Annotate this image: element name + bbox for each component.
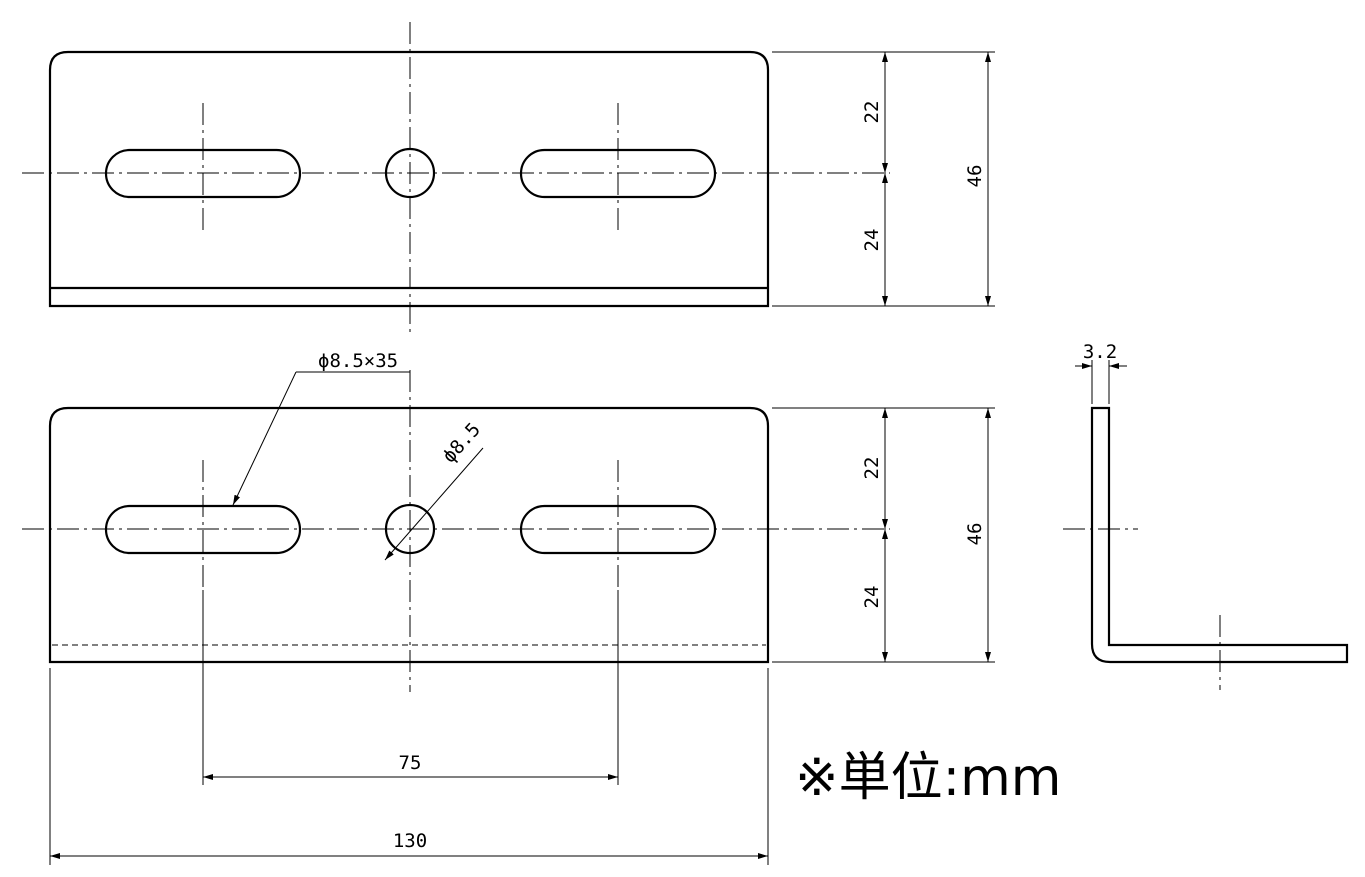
front-view-outline: [48, 406, 770, 664]
dim-130: 130: [393, 830, 427, 852]
top-view-outline: [48, 50, 770, 308]
side-view: 3.2: [1063, 341, 1349, 690]
dim-46-front: 46: [964, 523, 986, 546]
angle-profile: [1090, 406, 1349, 664]
dim-46-top: 46: [964, 165, 986, 188]
dim-24-front: 24: [861, 586, 883, 609]
dim-22-front: 22: [861, 457, 883, 480]
slot-callout: ϕ8.5×35: [318, 350, 398, 372]
hole-callout: ϕ8.5: [438, 419, 485, 468]
dim-3-2: 3.2: [1083, 341, 1117, 363]
slot-callout-leader: [232, 371, 297, 506]
front-view: ϕ8.5×35 ϕ8.5 22 24 46 75 130: [22, 350, 995, 865]
dim-24-top: 24: [861, 229, 883, 252]
top-view: 22 24 46: [22, 22, 995, 335]
unit-note: ※単位:mm: [795, 748, 1062, 808]
dim-22-top: 22: [861, 101, 883, 124]
dim-75: 75: [399, 752, 422, 774]
hole-callout-leader: [384, 447, 484, 561]
